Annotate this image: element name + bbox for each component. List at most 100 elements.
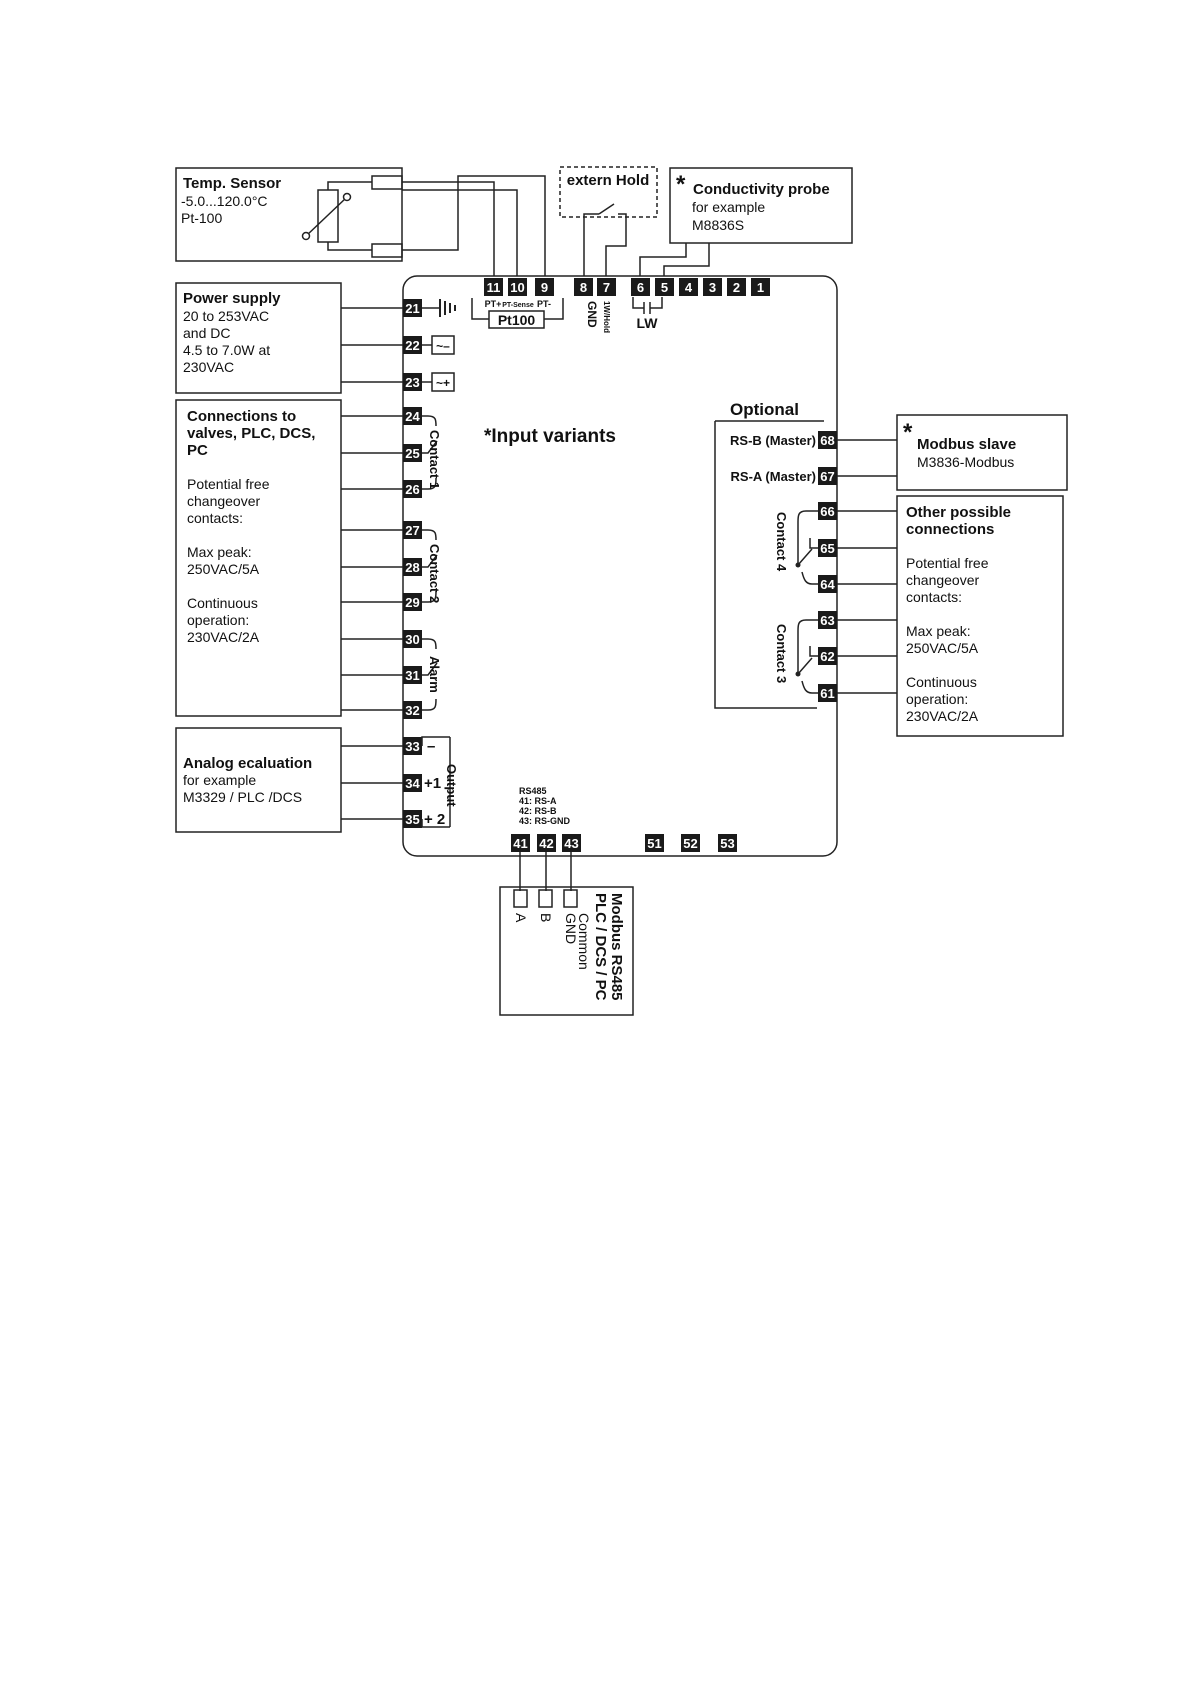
rs485-pin-b: B xyxy=(538,913,554,922)
svg-text:29: 29 xyxy=(405,595,419,610)
svg-text:7: 7 xyxy=(603,280,610,295)
terminal-4: 4 xyxy=(679,278,698,296)
rs485-box: A B GND Common Modbus RS485 PLC / DCS / … xyxy=(499,886,634,1016)
contact-4-label: Contact 4 xyxy=(774,512,789,572)
extern-hold-title: extern Hold xyxy=(567,172,650,189)
terminal-43: 43 xyxy=(562,834,581,852)
input-variants-label: *Input variants xyxy=(484,426,616,447)
connections-title-2: valves, PLC, DCS, xyxy=(187,425,315,442)
terminal-7: 7 xyxy=(597,278,616,296)
terminal-52: 52 xyxy=(681,834,700,852)
connections-line-8: 230VAC/2A xyxy=(187,629,260,645)
terminal-41: 41 xyxy=(511,834,530,852)
connections-line-5: 250VAC/5A xyxy=(187,561,260,577)
svg-text:~–: ~– xyxy=(436,339,450,353)
rs485-pin-common: Common xyxy=(576,913,592,970)
svg-text:24: 24 xyxy=(405,409,420,424)
left-terminal-strip: 21 22 23 24 25 26 27 28 29 30 31 32 33 3… xyxy=(403,299,422,828)
svg-text:61: 61 xyxy=(820,686,834,701)
alarm-symbol xyxy=(422,638,438,711)
terminal-62: 62 xyxy=(818,647,837,665)
other-connections-line-5: 250VAC/5A xyxy=(906,640,979,656)
terminal-10: 10 xyxy=(508,278,527,296)
svg-text:8: 8 xyxy=(580,280,587,295)
terminal-27: 27 xyxy=(403,521,422,539)
ac-minus-icon: ~– xyxy=(422,335,455,355)
other-connections-line-4: Max peak: xyxy=(906,623,971,639)
pt100-label: Pt100 xyxy=(498,312,536,328)
terminal-68: 68 xyxy=(818,431,837,449)
terminal-32: 32 xyxy=(403,701,422,719)
capacitor-icon xyxy=(632,297,663,314)
terminal-34: 34 xyxy=(403,774,422,792)
alarm-label: Alarm xyxy=(427,656,442,693)
terminal-2: 2 xyxy=(727,278,746,296)
lw-label: LW xyxy=(637,315,659,331)
terminal-23: 23 xyxy=(403,373,422,391)
wire-sensor-pt-plus xyxy=(402,181,495,276)
connections-box: Connections to valves, PLC, DCS, PC Pote… xyxy=(175,399,342,717)
svg-text:28: 28 xyxy=(405,560,419,575)
rs485-pin-gnd: GND xyxy=(563,913,579,944)
terminal-65: 65 xyxy=(818,539,837,557)
contact-1-symbol xyxy=(422,415,438,490)
switch-icon xyxy=(583,203,627,276)
svg-text:51: 51 xyxy=(647,836,661,851)
temp-sensor-box: Temp. Sensor -5.0...120.0°C Pt-100 xyxy=(175,167,403,262)
svg-text:11: 11 xyxy=(487,280,501,295)
bottom-terminal-strip: 41 42 43 51 52 53 xyxy=(511,834,737,852)
other-connections-box: Other possible connections Potential fre… xyxy=(896,495,1064,737)
top-terminal-strip: 11 10 9 8 7 6 5 4 3 2 1 xyxy=(484,278,770,296)
terminal-3: 3 xyxy=(703,278,722,296)
pt100-box xyxy=(488,310,545,329)
output-plus1-label: +1 xyxy=(424,775,441,792)
terminal-42: 42 xyxy=(537,834,556,852)
wire-probe-2 xyxy=(663,243,710,276)
contact-1-label: Contact 1 xyxy=(427,430,442,489)
terminal-24: 24 xyxy=(403,407,422,425)
rs485-box-line1: Modbus RS485 xyxy=(608,893,625,1001)
output-bracket-bottom xyxy=(421,819,450,828)
rs-a-master-label: RS-A (Master) xyxy=(731,469,816,484)
power-supply-line3: 4.5 to 7.0W at xyxy=(183,342,270,358)
svg-text:43: 43 xyxy=(564,836,578,851)
analog-line2: M3329 / PLC /DCS xyxy=(183,789,302,805)
svg-text:43: RS-GND: 43: RS-GND xyxy=(519,816,571,826)
svg-text:22: 22 xyxy=(405,338,419,353)
svg-text:30: 30 xyxy=(405,632,419,647)
power-supply-title: Power supply xyxy=(183,290,281,307)
svg-text:9: 9 xyxy=(541,280,548,295)
conductivity-line1: for example xyxy=(692,199,765,215)
svg-text:4: 4 xyxy=(685,280,693,295)
output-bracket-top xyxy=(421,736,450,746)
gnd-label: GND xyxy=(585,301,599,328)
temp-sensor-range: -5.0...120.0°C xyxy=(181,193,268,209)
modbus-slave-line1: M3836-Modbus xyxy=(917,454,1014,470)
other-connections-title-1: Other possible xyxy=(906,504,1011,521)
wire-sensor-pt-minus xyxy=(402,175,546,276)
analog-box: Analog ecaluation for example M3329 / PL… xyxy=(175,727,342,833)
svg-text:42: RS-B: 42: RS-B xyxy=(519,806,557,816)
terminal-28: 28 xyxy=(403,558,422,576)
ac-plus-icon: ~+ xyxy=(422,372,455,392)
other-connections-line-1: Potential free xyxy=(906,555,989,571)
other-connections-title-2: connections xyxy=(906,521,994,538)
terminal-11: 11 xyxy=(484,278,503,296)
terminal-53: 53 xyxy=(718,834,737,852)
device-housing xyxy=(402,275,838,857)
svg-text:21: 21 xyxy=(405,301,419,316)
temp-sensor-title: Temp. Sensor xyxy=(183,175,281,192)
contact-4-symbol xyxy=(795,510,818,585)
svg-text:35: 35 xyxy=(405,812,419,827)
output-minus-label: – xyxy=(427,738,435,755)
ground-icon xyxy=(422,299,456,317)
rs485-box-line2: PLC / DCS / PC xyxy=(592,893,609,1001)
left-wires xyxy=(341,307,403,820)
conductivity-title: Conductivity probe xyxy=(693,181,830,198)
conductivity-line2: M8836S xyxy=(692,217,744,233)
svg-text:42: 42 xyxy=(539,836,553,851)
svg-text:64: 64 xyxy=(820,577,835,592)
terminal-33: 33 xyxy=(403,737,422,755)
right-wires xyxy=(837,439,897,694)
output-label: Output xyxy=(444,764,459,807)
